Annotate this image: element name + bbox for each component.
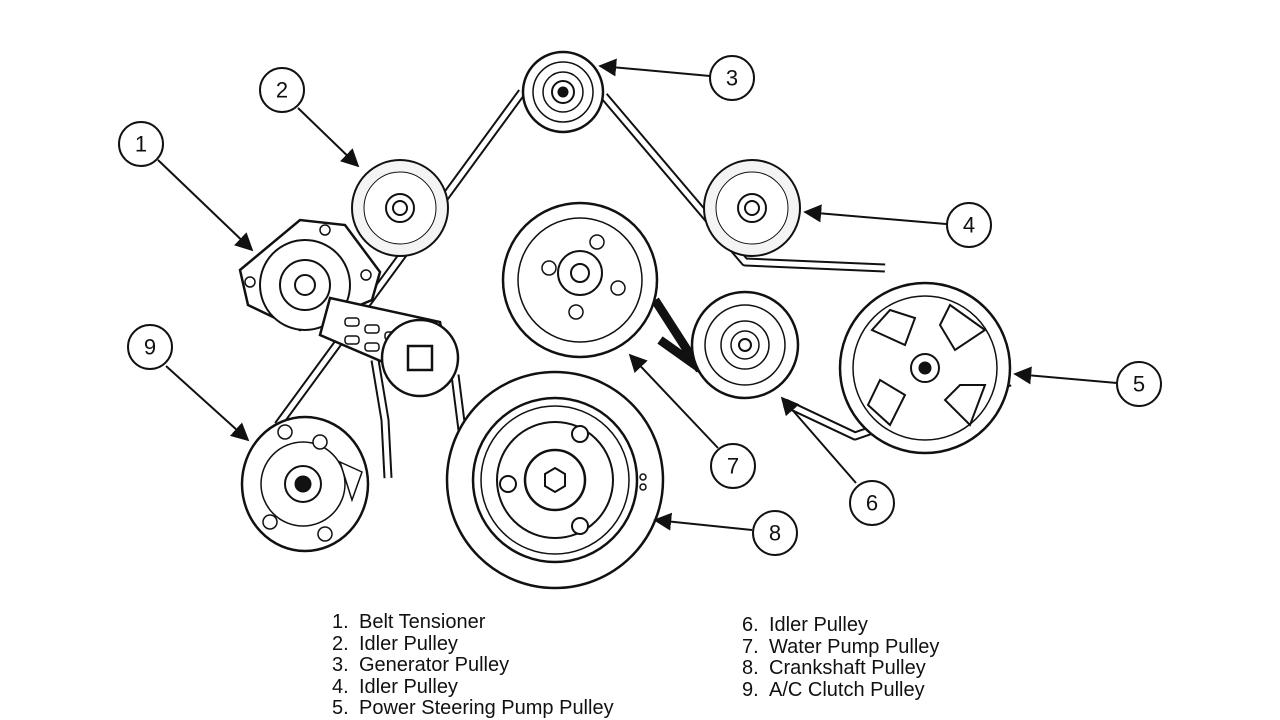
idler-pulley-upper-left [351,159,449,257]
callout-7-label: 7 [727,454,739,479]
legend-label: A/C Clutch Pulley [769,678,925,701]
legend-label: Belt Tensioner [359,611,486,633]
generator-pulley [521,50,605,134]
callout-3: 3 [709,55,755,101]
legend-label: Crankshaft Pulley [769,657,926,679]
legend-number: 6. [742,614,759,636]
water-pump-pulley [501,201,659,359]
legend-label: Idler Pulley [359,632,458,655]
legend-number: 5. [332,697,349,719]
legend-item: 1. Belt Tensioner [332,611,614,634]
power-steering-pump-pulley [838,281,1012,455]
leader-arrows [157,58,1118,531]
ac-clutch-pulley [240,415,370,553]
legend-item: 7. Water Pump Pulley [742,635,940,659]
legend-number: 9. [742,678,759,701]
crankshaft-pulley [445,370,665,590]
legend-item: 9. A/C Clutch Pulley [742,678,939,702]
legend-right: 6. Idler Pulley 7. Water Pump Pulley 8. Cra… [742,614,940,702]
belt-tensioner [238,218,460,398]
legend-number: 4. [332,675,349,698]
legend-number: 1. [332,611,349,633]
legend-item: 2. Idler Pulley [332,632,614,656]
legend-item: 3. Generator Pulley [332,654,614,677]
legend-item: 5. Power Steering Pump Pulley [332,697,614,720]
legend-item: 4. Idler Pulley [332,675,614,699]
callout-1: 1 [118,121,164,167]
callout-7: 7 [710,443,756,489]
callout-8-label: 8 [769,521,781,546]
legend-label: Generator Pulley [359,654,510,676]
legend-item: 6. Idler Pulley [742,614,939,637]
callout-9-label: 9 [144,335,156,360]
legend-number: 3. [332,654,349,676]
callout-6: 6 [849,480,895,526]
callout-1-label: 1 [135,132,147,157]
legend-number: 7. [742,635,759,658]
callout-9: 9 [127,324,173,370]
idler-pulley-upper-right [703,159,801,257]
legend-label: Power Steering Pump Pulley [359,697,614,719]
callout-5: 5 [1116,361,1162,407]
serpentine-belt [274,89,1012,479]
idler-pulley-center-right [690,290,800,400]
legend-label: Idler Pulley [359,675,458,698]
legend-item: 8. Crankshaft Pulley [742,657,939,680]
callout-4: 4 [946,202,992,248]
callout-4-label: 4 [963,213,975,238]
legend-number: 2. [332,632,349,655]
legend-number: 8. [742,657,759,679]
legend-label: Water Pump Pulley [769,635,940,658]
callout-5-label: 5 [1133,372,1145,397]
callout-3-label: 3 [726,66,738,91]
legend-label: Idler Pulley [769,614,868,636]
callout-2: 2 [259,67,305,113]
legend-left: 1. Belt Tensioner 2. Idler Pulley 3. Genera… [332,611,614,720]
callout-2-label: 2 [276,78,288,103]
callout-8: 8 [752,510,798,556]
callout-6-label: 6 [866,491,878,516]
